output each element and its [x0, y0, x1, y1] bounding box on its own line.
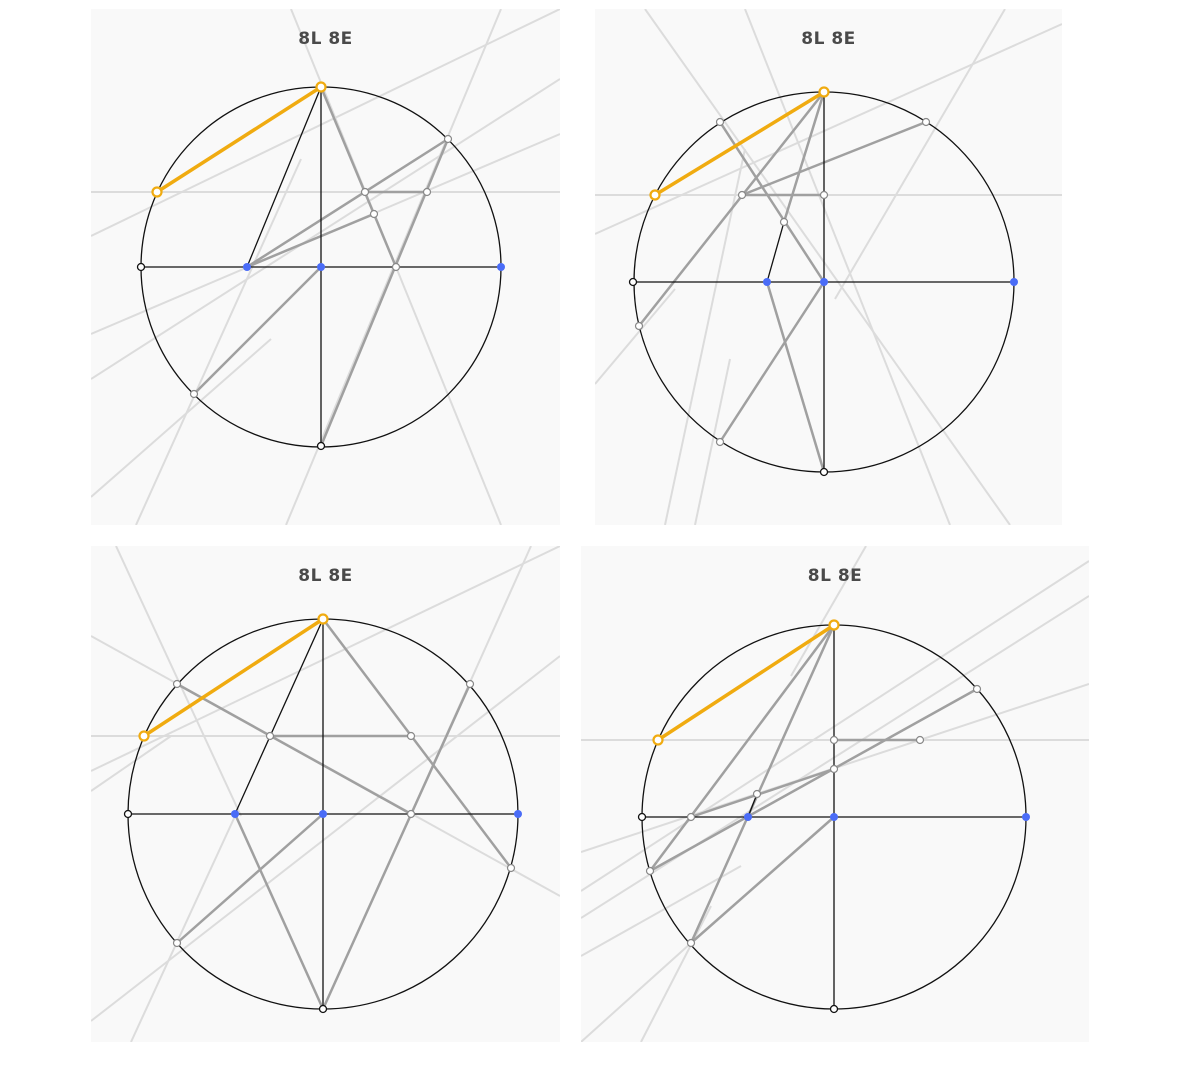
given-points	[243, 263, 505, 271]
highlight-endpoints	[138, 613, 329, 742]
given-points	[763, 278, 1018, 286]
construction-segments	[638, 91, 927, 473]
intersection-points	[645, 684, 982, 948]
highlighted-segment	[657, 623, 835, 742]
puzzle-panel-3[interactable]: 8L 8E	[91, 546, 560, 1042]
construction-canvas-3[interactable]	[91, 546, 560, 1042]
circle-points	[637, 812, 839, 1014]
construction-canvas-4[interactable]	[581, 546, 1089, 1042]
intersection-points	[172, 679, 516, 948]
circle-points	[123, 809, 328, 1014]
construction-segments	[176, 618, 512, 1010]
circle-points	[628, 277, 829, 477]
highlighted-segment	[143, 617, 324, 738]
highlight-endpoints	[649, 86, 830, 201]
circle-points	[136, 262, 326, 451]
construction-segments	[648, 624, 978, 944]
construction-canvas-1[interactable]	[91, 9, 560, 525]
given-points	[231, 810, 522, 818]
highlight-endpoints	[151, 81, 327, 198]
construction-canvas-2[interactable]	[595, 9, 1062, 525]
puzzle-panel-1[interactable]: 8L 8E	[91, 9, 560, 525]
highlighted-segment	[654, 90, 825, 197]
puzzle-panel-4[interactable]: 8L 8E	[581, 546, 1089, 1042]
intersection-points	[189, 134, 453, 399]
highlight-endpoints	[652, 619, 840, 746]
intersection-points	[634, 117, 931, 447]
construction-lines	[595, 9, 1062, 525]
given-points	[744, 813, 1030, 821]
highlighted-segment	[156, 85, 322, 194]
construction-lines	[581, 546, 1089, 1042]
puzzle-panel-2[interactable]: 8L 8E	[595, 9, 1062, 525]
